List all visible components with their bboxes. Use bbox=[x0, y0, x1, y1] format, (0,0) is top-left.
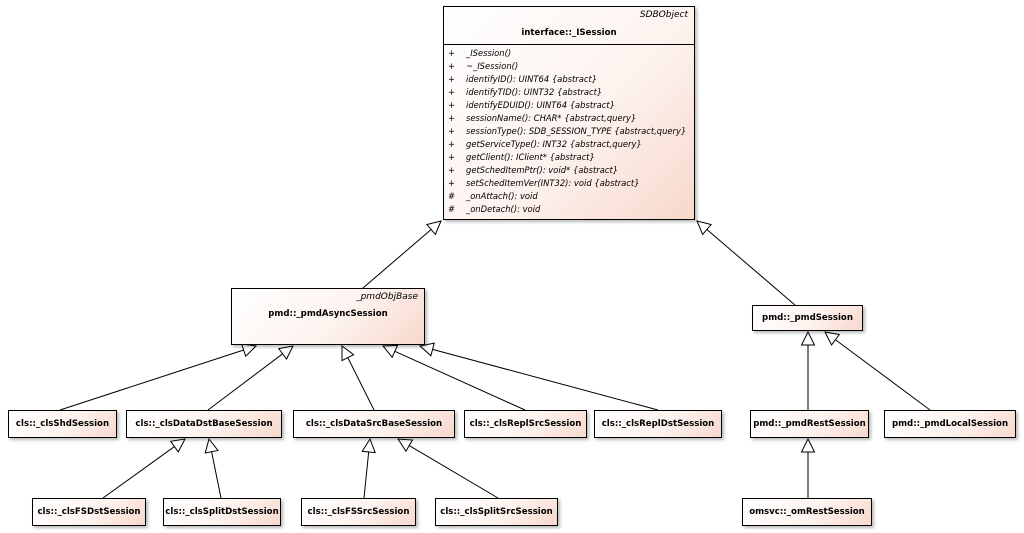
class-box-cls-repl-dst-session[interactable]: cls::_clsReplDstSession bbox=[594, 410, 722, 438]
operation-row: + getClient(): IClient* {abstract} bbox=[448, 152, 595, 163]
class-name: pmd::_pmdLocalSession bbox=[891, 419, 1009, 429]
visibility-marker: + bbox=[448, 48, 456, 58]
class-stereotype: _pmdObjBase bbox=[356, 292, 418, 302]
generalization-line bbox=[706, 229, 796, 306]
generalization-arrowhead bbox=[397, 438, 414, 453]
visibility-marker: + bbox=[448, 139, 456, 149]
operation-row: + ~_ISession() bbox=[448, 61, 518, 72]
operation-signature: identifyID(): UINT64 {abstract} bbox=[466, 74, 598, 84]
operation-signature: sessionType(): SDB_SESSION_TYPE {abstrac… bbox=[466, 126, 687, 136]
class-box-pmd-session[interactable]: pmd::_pmdSession bbox=[752, 305, 863, 331]
operation-row: + sessionType(): SDB_SESSION_TYPE {abstra… bbox=[448, 126, 686, 137]
operation-row: + sessionName(): CHAR* {abstract,query} bbox=[448, 113, 636, 124]
visibility-marker: + bbox=[448, 100, 456, 110]
operation-row: + identifyEDUID(): UINT64 {abstract} bbox=[448, 100, 615, 111]
operation-row: + identifyID(): UINT64 {abstract} bbox=[448, 74, 597, 85]
class-name: cls::_clsReplDstSession bbox=[601, 419, 715, 429]
visibility-marker: + bbox=[448, 61, 456, 71]
class-name: cls::_clsSplitSrcSession bbox=[440, 507, 553, 517]
generalization-line bbox=[835, 339, 931, 411]
class-box-cls-split-dst-session[interactable]: cls::_clsSplitDstSession bbox=[163, 498, 281, 526]
operation-signature: identifyEDUID(): UINT64 {abstract} bbox=[466, 100, 615, 110]
generalization-arrowhead bbox=[800, 330, 816, 346]
generalization-arrowhead bbox=[341, 345, 355, 362]
class-name: omsvc::_omRestSession bbox=[749, 507, 865, 517]
operation-signature: sessionName(): CHAR* {abstract,query} bbox=[466, 113, 637, 123]
class-name: cls::_clsReplSrcSession bbox=[469, 419, 582, 429]
operation-signature: getClient(): IClient* {abstract} bbox=[466, 152, 595, 162]
class-box-cls-split-src-session[interactable]: cls::_clsSplitSrcSession bbox=[435, 498, 558, 526]
generalization-line bbox=[211, 451, 222, 499]
visibility-marker: # bbox=[448, 191, 456, 201]
operation-signature: _onDetach(): void bbox=[466, 204, 541, 214]
class-name: cls::_clsDataDstBaseSession bbox=[135, 419, 273, 429]
class-box-pmd-async-session[interactable]: _pmdObjBase pmd::_pmdAsyncSession bbox=[231, 288, 425, 345]
operation-signature: _ISession() bbox=[466, 48, 512, 58]
generalization-line bbox=[408, 445, 499, 499]
class-box-interface[interactable]: SDBObject interface::_ISession + _ISessio… bbox=[443, 6, 695, 220]
class-box-cls-data-src-base-session[interactable]: cls::_clsDataSrcBaseSession bbox=[293, 410, 455, 438]
generalization-line bbox=[394, 350, 526, 411]
class-box-cls-fs-dst-session[interactable]: cls::_clsFSDstSession bbox=[32, 498, 146, 526]
generalization-arrowhead bbox=[824, 331, 841, 346]
generalization-arrowhead bbox=[800, 437, 816, 453]
operation-row: # _onAttach(): void bbox=[448, 191, 538, 202]
operation-row: + setSchedItemVer(INT32): void {abstract} bbox=[448, 178, 640, 189]
generalization-arrowhead bbox=[204, 437, 219, 454]
generalization-line bbox=[362, 229, 432, 289]
class-box-pmd-local-session[interactable]: pmd::_pmdLocalSession bbox=[884, 410, 1016, 438]
visibility-marker: + bbox=[448, 126, 456, 136]
visibility-marker: # bbox=[448, 204, 456, 214]
operation-row: + _ISession() bbox=[448, 48, 511, 59]
class-name: cls::_clsDataSrcBaseSession bbox=[305, 419, 443, 429]
generalization-line bbox=[432, 348, 659, 411]
class-name: cls::_clsShdSession bbox=[15, 419, 110, 429]
generalization-line bbox=[363, 451, 370, 499]
class-name: pmd::_pmdAsyncSession bbox=[268, 309, 388, 319]
generalization-arrowhead bbox=[277, 345, 294, 360]
class-box-cls-shd-session[interactable]: cls::_clsShdSession bbox=[8, 410, 117, 438]
operation-signature: ~_ISession() bbox=[466, 61, 519, 71]
visibility-marker: + bbox=[448, 165, 456, 175]
operation-signature: identifyTID(): UINT32 {abstract} bbox=[466, 87, 603, 97]
class-name: pmd::_pmdSession bbox=[762, 313, 853, 323]
class-name: cls::_clsSplitDstSession bbox=[165, 507, 279, 517]
operation-signature: getSchedItemPtr(): void* {abstract} bbox=[466, 165, 619, 175]
class-box-cls-repl-src-session[interactable]: cls::_clsReplSrcSession bbox=[464, 410, 587, 438]
generalization-arrowhead bbox=[169, 438, 186, 453]
class-box-cls-data-dst-base-session[interactable]: cls::_clsDataDstBaseSession bbox=[126, 410, 282, 438]
generalization-arrowhead bbox=[361, 437, 376, 454]
operation-signature: _onAttach(): void bbox=[466, 191, 538, 201]
visibility-marker: + bbox=[448, 87, 456, 97]
generalization-arrowhead bbox=[418, 342, 435, 357]
operation-row: + getSchedItemPtr(): void* {abstract} bbox=[448, 165, 618, 176]
operations-compartment: + _ISession() + ~_ISession() + identifyID()… bbox=[444, 44, 694, 214]
class-stereotype: SDBObject bbox=[639, 10, 688, 20]
generalization-line bbox=[59, 349, 244, 411]
generalization-line bbox=[207, 353, 283, 411]
visibility-marker: + bbox=[448, 74, 456, 84]
class-name: cls::_clsFSSrcSession bbox=[307, 507, 410, 517]
visibility-marker: + bbox=[448, 178, 456, 188]
operation-row: # _onDetach(): void bbox=[448, 204, 540, 215]
class-name: cls::_clsFSDstSession bbox=[37, 507, 141, 517]
operation-signature: setSchedItemVer(INT32): void {abstract} bbox=[466, 178, 640, 188]
visibility-marker: + bbox=[448, 113, 456, 123]
class-name: interface::_ISession bbox=[521, 28, 617, 38]
class-box-pmd-rest-session[interactable]: pmd::_pmdRestSession bbox=[750, 410, 869, 438]
operation-row: + getServiceType(): INT32 {abstract,query… bbox=[448, 139, 642, 150]
class-box-cls-fs-src-session[interactable]: cls::_clsFSSrcSession bbox=[301, 498, 416, 526]
operation-row: + identifyTID(): UINT32 {abstract} bbox=[448, 87, 602, 98]
generalization-arrowhead bbox=[425, 220, 442, 236]
generalization-line bbox=[102, 446, 175, 499]
operation-signature: getServiceType(): INT32 {abstract,query} bbox=[466, 139, 642, 149]
class-box-om-rest-session[interactable]: omsvc::_omRestSession bbox=[742, 498, 872, 526]
visibility-marker: + bbox=[448, 152, 456, 162]
class-name: pmd::_pmdRestSession bbox=[753, 419, 866, 429]
generalization-line bbox=[347, 357, 375, 411]
generalization-arrowhead bbox=[696, 220, 713, 236]
generalization-arrowhead bbox=[240, 343, 258, 358]
generalization-arrowhead bbox=[381, 344, 399, 359]
